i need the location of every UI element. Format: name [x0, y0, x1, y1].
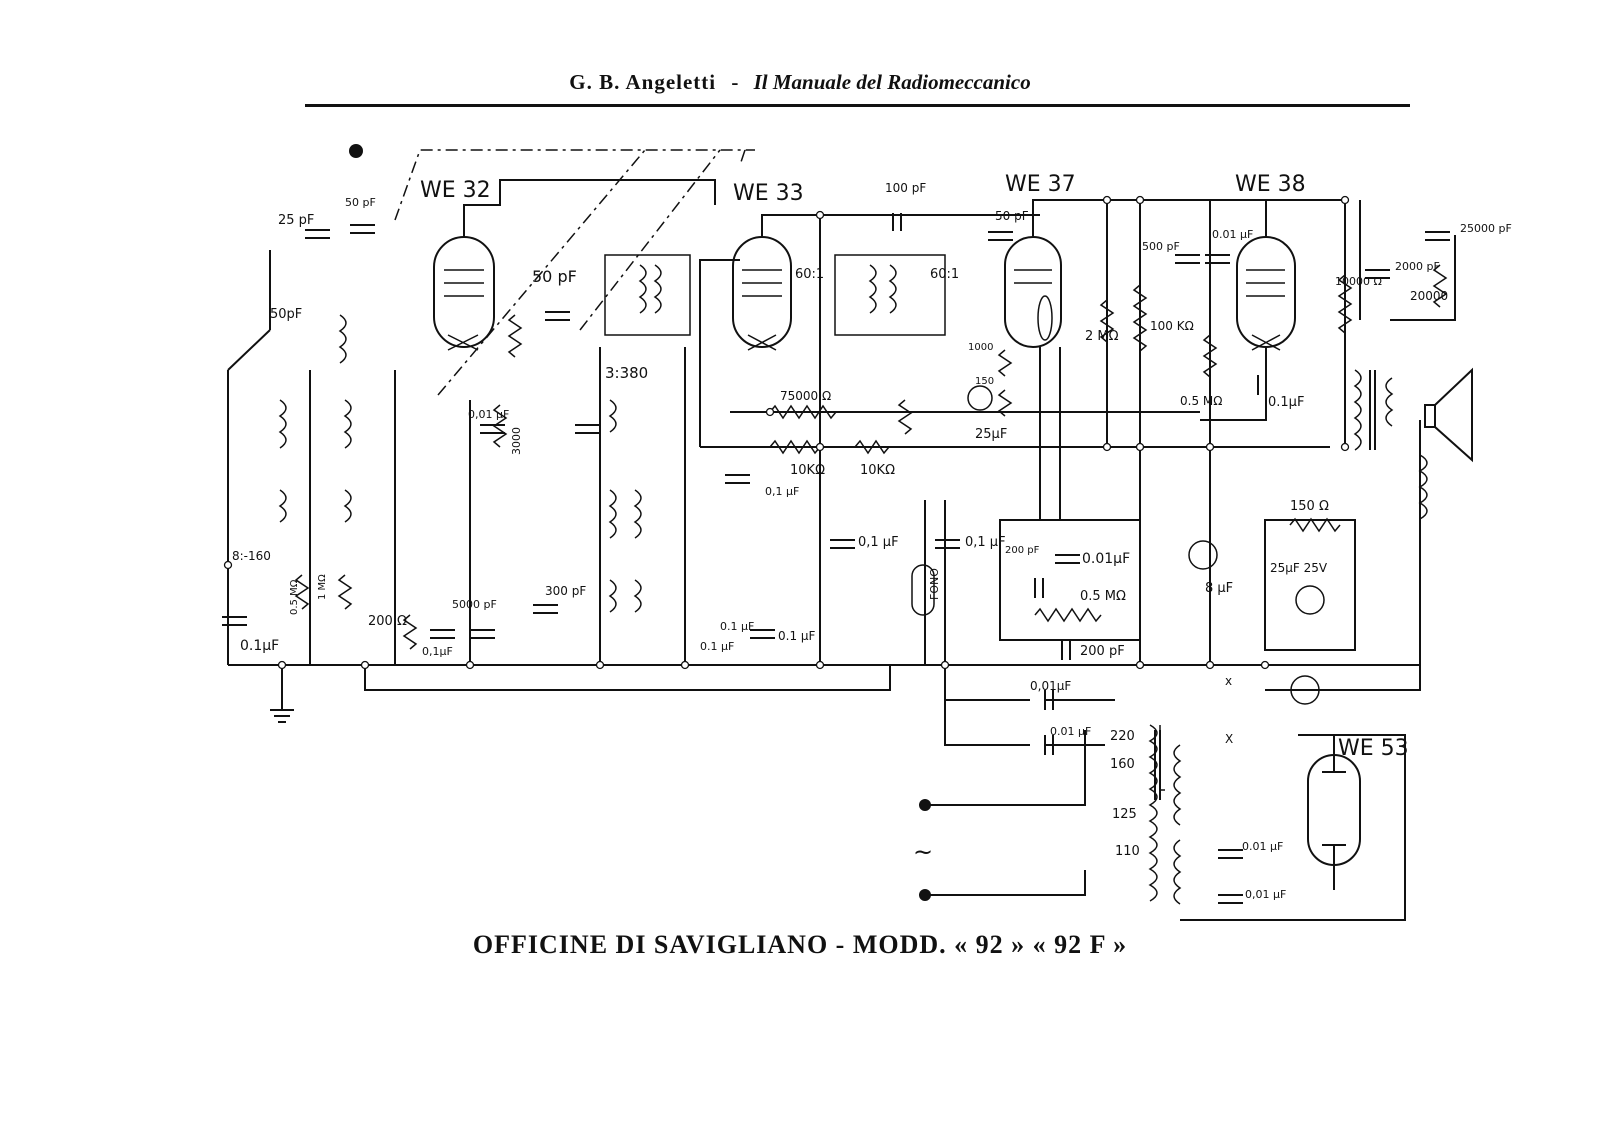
power-transformer — [1148, 724, 1182, 905]
if-transformer-1 — [604, 254, 691, 336]
label-c01-b: 0,1 µF — [965, 535, 1006, 550]
component-labels: 25 pF 50 pF 50pF 50 pF 3:380 100 pF 50 p… — [232, 181, 1512, 901]
tube-label-we37: WE 37 — [1005, 172, 1076, 197]
label-c25uf: 25µF — [975, 427, 1007, 442]
tube-we37 — [1004, 199, 1345, 348]
label-r150: 150 — [975, 376, 994, 387]
label-ratio-60-1: 60:1 — [795, 267, 824, 282]
label-c001-38: 0.01 µF — [1212, 228, 1253, 241]
label-c50pf-37: 50 pF — [995, 209, 1029, 223]
label-c2000pf: 2000 pF — [1395, 260, 1440, 273]
label-r05m: 0.5 MΩ — [1180, 394, 1222, 408]
header-rule — [305, 104, 1410, 107]
label-c01-38: 0.1µF — [1268, 395, 1304, 410]
label-r10k-b: 10KΩ — [860, 463, 895, 478]
label-c001uf-left: 0,01 µF — [468, 408, 509, 421]
label-r2m: 2 MΩ — [1085, 329, 1119, 344]
label-c8uf: 8 µF — [1205, 581, 1233, 596]
label-c5000pf: 5000 pF — [452, 598, 497, 611]
label-c001-tr2: 0.01 µF — [1050, 725, 1091, 738]
label-c3380: 3:380 — [605, 364, 648, 382]
author-name: G. B. Angeletti — [569, 70, 717, 94]
label-r20000: 20000 — [1410, 289, 1448, 303]
label-c01-low2: 0.1 µF — [700, 640, 734, 653]
loudspeaker-icon — [1424, 367, 1473, 463]
field-coil — [1418, 454, 1428, 520]
book-title: Il Manuale del Radiomeccanico — [753, 70, 1031, 94]
tube-label-we32: WE 32 — [420, 178, 491, 203]
label-r100k: 100 KΩ — [1150, 319, 1194, 333]
label-c01-low3: 0.1 µF — [720, 620, 754, 633]
label-r75000: 75000 Ω — [780, 389, 831, 403]
label-c8160: 8:-160 — [232, 549, 271, 563]
label-c500pf: 500 pF — [1142, 240, 1180, 253]
header-separator: - — [731, 70, 739, 94]
label-r10k-a: 10KΩ — [790, 463, 825, 478]
tube-we32 — [433, 179, 716, 351]
antenna-terminal — [349, 144, 363, 158]
label-c50pf-top: 50 pF — [345, 196, 376, 209]
label-c001-53b: 0,01 µF — [1245, 888, 1286, 901]
label-r1m-left: 1 MΩ — [317, 574, 328, 600]
label-c300pf: 300 pF — [545, 584, 586, 598]
label-v220: 220 — [1110, 729, 1135, 744]
label-c200pf-b: 200 pF — [1080, 644, 1125, 659]
label-r200: 200 Ω — [368, 614, 407, 629]
label-c001-53a: 0.01 µF — [1242, 840, 1283, 853]
signal-wiring — [227, 200, 1456, 665]
diagram-caption: OFFICINE DI SAVIGLIANO - MODD. « 92 » « … — [472, 930, 1128, 959]
label-v160: 160 — [1110, 757, 1135, 772]
ac-symbol: ~ — [913, 838, 933, 866]
if-transformer-2 — [834, 254, 946, 336]
label-r150ohm: 150 Ω — [1290, 499, 1329, 514]
ground-symbol — [270, 665, 294, 723]
electrolytic-capacitors — [911, 385, 1325, 705]
label-c01uf-low: 0,1µF — [422, 645, 453, 658]
label-v110: 110 — [1115, 844, 1140, 859]
label-c100pf: 100 pF — [885, 181, 926, 195]
label-c01-low4: 0.1 µF — [778, 629, 816, 643]
page-header: G. B. Angeletti - Il Manuale del Radiome… — [0, 70, 1600, 95]
tube-label-we38: WE 38 — [1235, 172, 1306, 197]
label-r05-left: 0.5 MΩ — [289, 579, 300, 615]
label-r3000: 3000 — [510, 427, 523, 455]
tube-we38 — [1236, 200, 1296, 351]
ground-bus-lower — [364, 665, 891, 691]
gang-control-line — [394, 149, 755, 396]
label-x2: X — [1225, 732, 1233, 746]
tube-label-we33: WE 33 — [733, 181, 804, 206]
junction-nodes — [223, 195, 1350, 670]
label-ratio-60-1b: 60:1 — [930, 267, 959, 282]
label-c01uf-left: 0.1µF — [240, 638, 279, 654]
right-rail — [1265, 420, 1421, 691]
label-c50pf-mid: 50 pF — [532, 267, 577, 286]
label-r05-mid: 0.5 MΩ — [1080, 589, 1126, 604]
label-c50pf-left: 50pF — [270, 307, 302, 322]
oscillator-coils — [278, 314, 642, 613]
label-fono: FONO — [928, 568, 941, 600]
label-c25pf: 25 pF — [278, 213, 314, 228]
mains-terminal-1 — [919, 799, 931, 811]
label-v125: 125 — [1112, 807, 1137, 822]
label-c001-tr1: 0,01µF — [1030, 679, 1071, 693]
output-transformer — [1353, 369, 1394, 451]
label-c25uf25v: 25µF 25V — [1270, 561, 1328, 575]
label-c25000pf: 25000 pF — [1460, 222, 1512, 235]
label-c01-mid: 0,1 µF — [765, 485, 799, 498]
label-r1000: 1000 — [968, 342, 993, 353]
label-c01-a: 0,1 µF — [858, 535, 899, 550]
mains-wiring — [925, 665, 1115, 896]
tube-we33 — [732, 214, 1040, 351]
tube-label-we53: WE 53 — [1338, 736, 1409, 761]
mains-terminal-2 — [919, 889, 931, 901]
tube-we53 — [1180, 734, 1406, 921]
label-r10000: 10000 Ω — [1335, 275, 1382, 288]
label-c200pf: 200 pF — [1005, 545, 1040, 556]
label-x1: x — [1225, 674, 1232, 688]
resistors — [294, 264, 1448, 650]
label-c001-a: 0.01µF — [1082, 551, 1130, 567]
